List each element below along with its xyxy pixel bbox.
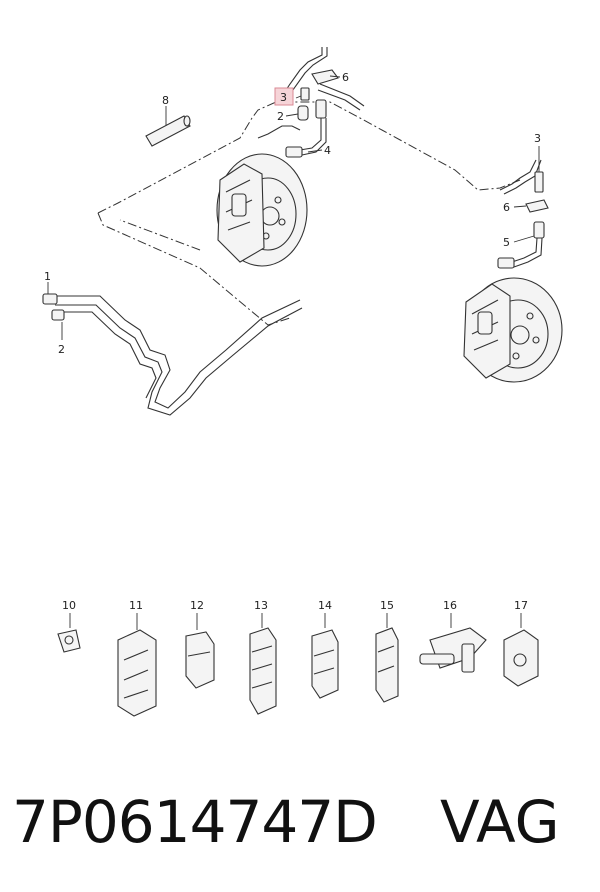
clip-parts-row: 10 11 12 13 14 15 16 17 bbox=[57, 599, 539, 717]
callout-13: 13 bbox=[254, 599, 268, 612]
callout-8: 8 bbox=[162, 94, 169, 107]
brake-pipe-main bbox=[55, 295, 303, 416]
part-12-clip bbox=[185, 631, 215, 689]
part-15-clip bbox=[375, 627, 399, 703]
body-outline bbox=[97, 101, 521, 214]
part-11-clip bbox=[117, 629, 157, 717]
part-14-clip bbox=[311, 629, 339, 699]
callout-1: 1 bbox=[44, 270, 51, 283]
part-2b-nut bbox=[51, 309, 65, 321]
callout-11: 11 bbox=[129, 599, 143, 612]
callout-2-left: 2 bbox=[58, 343, 65, 356]
part-4-brake-hose bbox=[285, 99, 327, 158]
brand-name: VAG bbox=[440, 788, 560, 856]
callout-3: 3 bbox=[280, 91, 287, 104]
part-6b-clip bbox=[525, 199, 549, 213]
leader-lines bbox=[47, 75, 540, 340]
part-number: 7P0614747D bbox=[12, 788, 378, 856]
callout-16: 16 bbox=[443, 599, 457, 612]
footer: 7P0614747D VAG bbox=[0, 770, 600, 880]
part-2-nut bbox=[297, 105, 309, 121]
callout-15: 15 bbox=[380, 599, 394, 612]
callout-3-highlight-border bbox=[274, 87, 294, 106]
callout-5: 5 bbox=[503, 236, 510, 249]
brake-pipe-front-right bbox=[317, 83, 542, 195]
brake-disc-caliper-right bbox=[463, 277, 563, 383]
callout-3-highlight bbox=[275, 88, 293, 105]
part-13-clip bbox=[249, 627, 277, 715]
callout-2: 2 bbox=[277, 110, 284, 123]
callout-6: 6 bbox=[342, 71, 349, 84]
callout-12: 12 bbox=[190, 599, 204, 612]
callout-10: 10 bbox=[62, 599, 76, 612]
part-3b-fitting bbox=[534, 171, 544, 193]
part-17-clip bbox=[503, 629, 539, 687]
part-5-brake-hose bbox=[497, 221, 545, 269]
callout-4: 4 bbox=[324, 144, 331, 157]
callout-14: 14 bbox=[318, 599, 332, 612]
part-3-fitting bbox=[300, 87, 310, 101]
part-8-end bbox=[183, 115, 191, 127]
part-1-fitting bbox=[42, 293, 58, 305]
callout-3-right: 3 bbox=[534, 132, 541, 145]
brake-pipe-front-left bbox=[257, 47, 328, 139]
part-10-clip bbox=[57, 629, 81, 653]
brake-disc-caliper-left bbox=[216, 153, 308, 267]
part-6-clip bbox=[311, 69, 339, 85]
part-8-sleeve bbox=[145, 115, 191, 147]
callout-17: 17 bbox=[514, 599, 528, 612]
callout-6-right: 6 bbox=[503, 201, 510, 214]
